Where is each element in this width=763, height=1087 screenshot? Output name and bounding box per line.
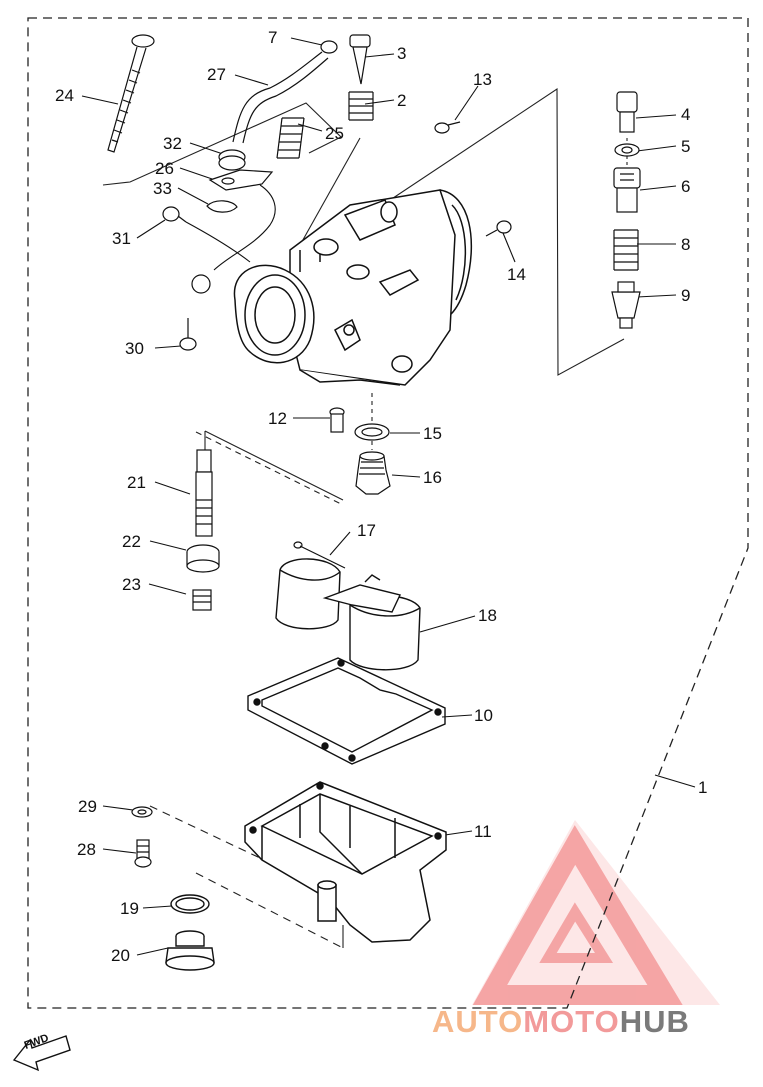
callout-pointers [81, 37, 696, 956]
callout-26: 26 [155, 159, 174, 178]
callout-8: 8 [681, 235, 691, 254]
callout-6: 6 [681, 177, 691, 196]
part-8-spring [613, 229, 639, 271]
callout-11: 11 [474, 822, 492, 841]
part-10-gasket [247, 657, 446, 765]
callout-9: 9 [681, 286, 691, 305]
watermark-moto: MOTO [523, 1004, 620, 1039]
callout-16: 16 [423, 468, 442, 487]
callout-29: 29 [78, 797, 97, 816]
part-28-screw [134, 839, 152, 868]
callout-31: 31 [112, 229, 131, 248]
callout-22: 22 [122, 532, 141, 551]
callout-10: 10 [474, 706, 493, 725]
callout-18: 18 [478, 606, 497, 625]
callout-3: 3 [397, 44, 407, 63]
part-13-small-screw [434, 121, 461, 134]
part-18-float [275, 558, 421, 671]
callout-23: 23 [122, 575, 141, 594]
callout-4: 4 [681, 105, 691, 124]
callout-24: 24 [55, 86, 74, 105]
part-24-throttle-stop-screw [107, 34, 155, 153]
part-33-clip [206, 200, 238, 213]
callout-7: 7 [268, 28, 278, 47]
part-15-o-ring [354, 423, 390, 441]
part-22-jet-holder [186, 544, 220, 573]
callout-32: 32 [163, 134, 182, 153]
part-32-washer [218, 149, 246, 171]
callout-28: 28 [77, 840, 96, 859]
part-14-screw [485, 220, 512, 237]
watermark-logo-fill [472, 820, 720, 1005]
callout-17: 17 [357, 521, 376, 540]
carburetor-body [233, 189, 473, 386]
callout-30: 30 [125, 339, 144, 358]
callout-1: 1 [698, 778, 708, 797]
callout-27: 27 [207, 65, 226, 84]
part-5-washer [614, 143, 640, 157]
part-29-washer [131, 806, 153, 818]
part-17-float-pin [293, 541, 346, 569]
watermark-logo-triangle [472, 825, 683, 1005]
fwd-arrow [12, 1035, 71, 1072]
callout-33: 33 [153, 179, 172, 198]
callout-14: 14 [507, 265, 526, 284]
watermark-hub: HUB [619, 1004, 690, 1039]
part-20-drain-plug [165, 930, 215, 971]
part-31-screw [162, 206, 187, 223]
assembly-boundary [27, 17, 749, 1009]
part-25-spring [276, 117, 305, 159]
part-11-float-bowl [244, 781, 447, 943]
callout-20: 20 [111, 946, 130, 965]
part-26-plate [208, 169, 274, 191]
callout-5: 5 [681, 137, 691, 156]
part-6-plunger-nut [613, 167, 641, 213]
callout-25: 25 [325, 124, 344, 143]
part-19-o-ring [170, 894, 210, 914]
watermark-text: AUTOMOTOHUB [432, 1006, 690, 1037]
part-23-main-jet [192, 589, 212, 611]
callout-19: 19 [120, 899, 139, 918]
callout-21: 21 [127, 473, 146, 492]
part-9-plunger [611, 281, 641, 329]
part-30-screw [179, 274, 211, 351]
part-27-cable-pipe [232, 40, 338, 144]
callout-2: 2 [397, 91, 407, 110]
part-3-needle-screw [349, 34, 371, 85]
callout-15: 15 [423, 424, 442, 443]
choke-wire [185, 184, 276, 271]
part-21-needle-jet [195, 449, 213, 537]
part-16-jet-holder [355, 451, 391, 495]
watermark-auto: AUTO [432, 1004, 524, 1039]
callout-13: 13 [473, 70, 492, 89]
callout-12: 12 [268, 409, 287, 428]
part-12-screw [329, 407, 345, 433]
part-2-spring [348, 91, 374, 121]
part-4-cap [616, 91, 638, 133]
